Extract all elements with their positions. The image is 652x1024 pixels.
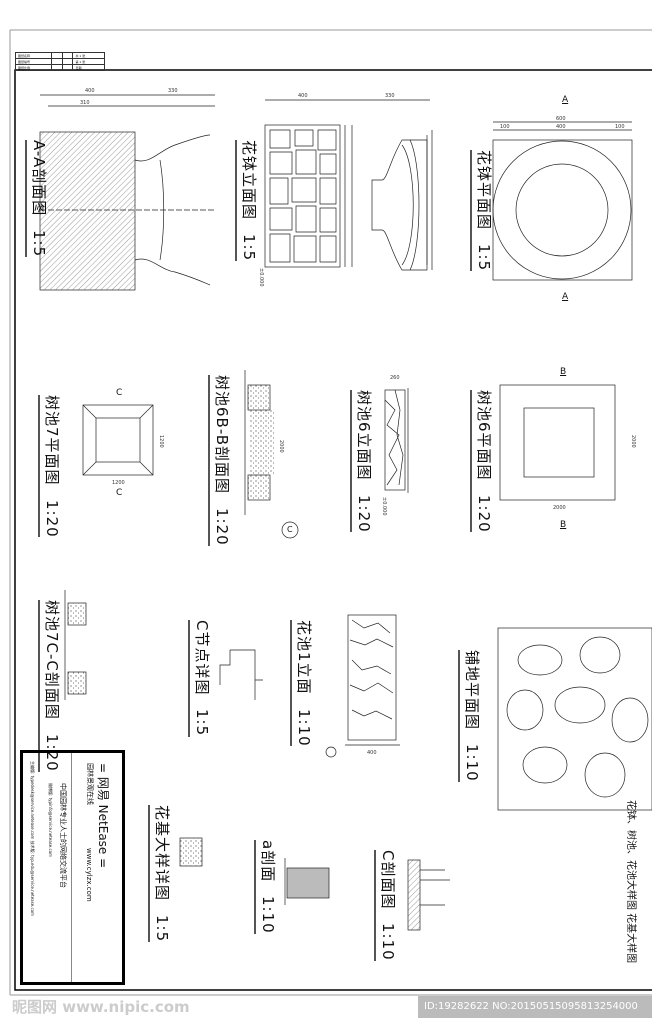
drawing-title-tree-pit-7-cc-section: 树池7C-C剖面图1:20 bbox=[38, 600, 63, 772]
dim-label: 600 bbox=[556, 116, 566, 122]
stamp-divider bbox=[71, 753, 72, 982]
dim-label: 400 bbox=[85, 88, 95, 94]
dim-label: 260 bbox=[390, 375, 400, 381]
drawing-title-paving-plan: 铺地平面图1:10 bbox=[458, 650, 483, 782]
section-mark-a-top: A bbox=[562, 95, 569, 105]
drawing-title-tree-pit-6-bb-section: 树池6B-B剖面图1:20 bbox=[208, 375, 233, 546]
drawing-title-flower-bed-1-elevation: 花池1立面1:10 bbox=[290, 620, 315, 747]
flower-bowl-elevation-drawing bbox=[264, 99, 433, 271]
dim-label: 1200 bbox=[158, 435, 164, 448]
c-node-detail-drawing bbox=[219, 649, 263, 700]
netease-stamp: = 网易 NetEase = 园林景观在线 www.cylzx.com 中国园林… bbox=[20, 750, 125, 985]
tree-pit-6-bb-section-drawing bbox=[244, 370, 299, 539]
dim-label: 400 bbox=[298, 93, 308, 99]
dim-label: 400 bbox=[556, 124, 566, 130]
tree-pit-6-plan-drawing bbox=[499, 384, 616, 501]
tree-pit-7-cc-section-drawing bbox=[64, 590, 87, 700]
dim-label: 330 bbox=[168, 88, 178, 94]
drawing-title-tree-pit-6-elevation: 树池6立面图1:20 bbox=[350, 390, 375, 533]
drawing-title-section-a: a剖面1:10 bbox=[254, 840, 279, 934]
drawing-title-flower-bowl-plan: 花钵平面图1:5 bbox=[470, 150, 495, 272]
dim-label: 1200 bbox=[112, 480, 125, 486]
flower-bed-1-elevation-drawing bbox=[325, 614, 400, 758]
drawing-title-tree-pit-7-plan: 树池7平面图1:20 bbox=[38, 395, 63, 538]
drawing-title-c-node-detail: C节点详图1:5 bbox=[188, 620, 213, 737]
title-block: 图纸名称共 1 张 图纸编号第 1 张 图纸比例日期 bbox=[14, 52, 105, 71]
section-mark-c-top: C bbox=[116, 388, 123, 398]
dim-label: 330 bbox=[385, 93, 395, 99]
stamp-line2: 主编版: typedesk@service.netease.com 技术版: t… bbox=[30, 761, 35, 916]
paving-plan-drawing bbox=[497, 627, 652, 811]
section-mark-c-bottom: C bbox=[116, 488, 123, 498]
section-mark-a-bottom: A bbox=[562, 292, 569, 302]
sheet-title: 花钵、树池、花池大样图 花基大样图 bbox=[625, 800, 636, 964]
elevation-level-label: ±0.000 bbox=[381, 497, 387, 516]
nipic-logo: 昵图网 www.nipic.com bbox=[12, 998, 190, 1016]
tree-pit-7-plan-drawing bbox=[82, 404, 154, 476]
drawing-title-flower-base-detail: 花基大样详图1:5 bbox=[148, 805, 173, 943]
tree-pit-6-elevation-drawing bbox=[384, 388, 409, 493]
image-id-label: ID:19282622 NO:20150515095813254000 bbox=[418, 996, 652, 1018]
detail-mark: C bbox=[287, 525, 293, 534]
drawing-title-section-c: C剖面图1:10 bbox=[374, 850, 399, 962]
stamp-subtitle: 园林景观在线 bbox=[86, 763, 94, 805]
dim-label: 100 bbox=[500, 124, 510, 130]
section-mark-b-top: B bbox=[560, 367, 567, 377]
dim-label: 310 bbox=[80, 100, 90, 106]
elevation-level-label: ±0.000 bbox=[258, 268, 264, 287]
flower-base-detail-drawing bbox=[179, 837, 203, 867]
section-c-drawing bbox=[407, 859, 450, 931]
dim-label: 2000 bbox=[278, 440, 284, 453]
dim-label: 100 bbox=[615, 124, 625, 130]
drawing-title-tree-pit-6-plan: 树池6平面图1:20 bbox=[470, 390, 495, 533]
section-mark-b-bottom: B bbox=[560, 520, 567, 530]
flower-bowl-plan-drawing bbox=[492, 121, 633, 281]
drawing-title-a-a-section: A-A剖面图1:5 bbox=[25, 140, 50, 258]
stamp-slogan: 中国园林专业人士的网络交流平台 bbox=[59, 783, 67, 888]
drawing-title-flower-bowl-elevation: 花钵立面图1:5 bbox=[235, 140, 260, 262]
stamp-line1: 微博版: typinfo@service.netease.com bbox=[48, 783, 53, 858]
section-a-drawing bbox=[284, 858, 330, 905]
dim-label: 2000 bbox=[553, 505, 566, 511]
dim-label: 2000 bbox=[630, 435, 636, 448]
stamp-url: www.cylzx.com bbox=[85, 848, 93, 902]
dim-label: 400 bbox=[367, 750, 377, 756]
a-a-section-drawing bbox=[39, 94, 215, 291]
stamp-brand: = 网易 NetEase = bbox=[96, 763, 110, 869]
